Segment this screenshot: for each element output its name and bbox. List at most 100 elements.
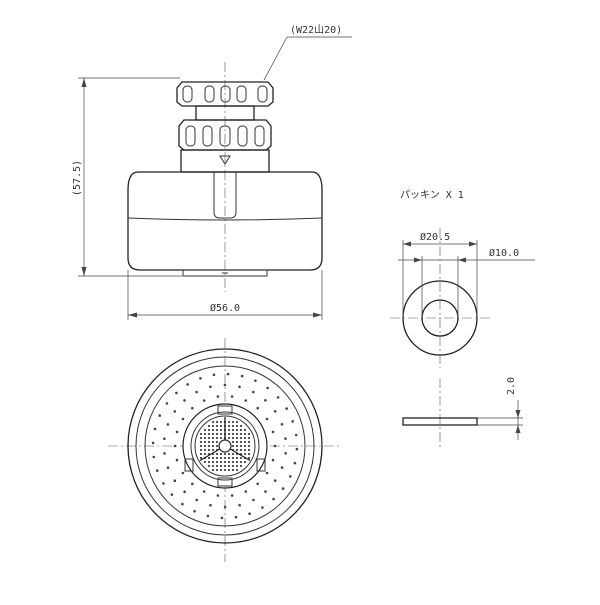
screen-spoke	[229, 448, 251, 462]
spray-hole	[158, 414, 161, 417]
outer-diameter-label: Ø20.5	[420, 231, 450, 243]
mesh-hole	[231, 428, 235, 432]
mesh-hole	[199, 456, 203, 460]
main-body	[127, 171, 323, 271]
mesh-hole	[239, 448, 243, 452]
spray-hole	[261, 506, 264, 509]
mesh-hole	[247, 456, 251, 460]
spray-hole	[170, 493, 174, 496]
mesh-hole	[211, 428, 215, 432]
spray-hole	[220, 516, 224, 520]
spray-hole	[273, 410, 277, 413]
spray-hole	[265, 471, 269, 475]
housing-tab	[184, 458, 194, 472]
spray-hole	[240, 374, 244, 378]
mesh-hole	[235, 464, 239, 468]
arrow-mark-icon	[219, 155, 231, 165]
mesh-hole	[227, 436, 231, 440]
spray-hole	[181, 471, 185, 475]
mesh-hole	[211, 436, 215, 440]
spray-hole	[166, 466, 170, 470]
nut-rib	[220, 85, 231, 103]
mesh-hole	[247, 444, 251, 448]
mesh-hole	[227, 456, 231, 460]
spray-hole	[285, 407, 288, 410]
spray-hole	[266, 386, 269, 390]
mesh-hole	[239, 456, 243, 460]
mesh-hole	[243, 452, 247, 456]
mesh-hole	[231, 436, 235, 440]
mesh-hole	[207, 444, 211, 448]
mesh-hole	[215, 464, 219, 468]
mesh-hole	[231, 452, 235, 456]
mesh-hole	[239, 444, 243, 448]
bottom-outlet	[182, 269, 268, 277]
spray-hole	[202, 399, 206, 402]
mesh-hole	[215, 452, 219, 456]
spray-hole	[256, 482, 260, 486]
spray-hole	[181, 502, 184, 506]
ring-rib	[219, 125, 231, 147]
top-nut	[176, 81, 274, 107]
screen-mesh-edge	[194, 415, 256, 477]
thickness-label: 2.0	[506, 377, 517, 395]
spray-hole	[209, 385, 212, 389]
mesh-hole	[235, 456, 239, 460]
mesh-hole	[235, 444, 239, 448]
mesh-hole	[219, 460, 223, 464]
mesh-hole	[211, 424, 215, 428]
mesh-hole	[247, 436, 251, 440]
mesh-hole	[227, 452, 231, 456]
spray-hole	[248, 512, 251, 515]
body-groove	[213, 172, 237, 219]
gasket-profile	[402, 417, 478, 426]
mesh-hole	[211, 468, 215, 472]
mesh-hole	[199, 436, 203, 440]
mesh-hole	[215, 432, 219, 436]
spray-hole	[175, 458, 179, 462]
thread-callout: (W22山20)	[263, 24, 352, 81]
mesh-hole	[215, 444, 219, 448]
mesh-hole	[235, 460, 239, 464]
spray-hole	[264, 399, 267, 402]
mesh-hole	[243, 440, 247, 444]
mesh-hole	[247, 448, 251, 452]
mesh-hole	[231, 424, 235, 428]
mesh-hole	[247, 452, 251, 456]
spray-face	[144, 365, 306, 527]
spray-hole	[252, 390, 255, 394]
spray-hole	[193, 510, 196, 513]
mesh-hole	[231, 464, 235, 468]
mesh-hole	[235, 420, 239, 424]
mesh-hole	[215, 456, 219, 460]
aerator-side-view	[127, 62, 323, 292]
mesh-hole	[235, 428, 239, 432]
mesh-hole	[219, 452, 223, 456]
spray-hole	[276, 396, 280, 399]
mesh-hole	[243, 448, 247, 452]
mesh-hole	[227, 432, 231, 436]
mesh-hole	[199, 444, 203, 448]
mesh-hole	[243, 428, 247, 432]
mesh-hole	[203, 432, 207, 436]
spray-hole	[162, 482, 165, 485]
mesh-hole	[231, 468, 235, 472]
mesh-hole	[239, 424, 243, 428]
mesh-hole	[219, 424, 223, 428]
spray-hole	[234, 515, 238, 519]
height-dimension: (57.5)	[72, 77, 182, 277]
mesh-hole	[215, 420, 219, 424]
housing-tab	[256, 458, 266, 472]
mesh-hole	[203, 452, 207, 456]
spray-hole	[165, 402, 169, 405]
nut-rib	[204, 85, 215, 103]
spray-hole	[209, 503, 212, 507]
mesh-hole	[215, 440, 219, 444]
mesh-hole	[207, 456, 211, 460]
mesh-hole	[223, 468, 227, 472]
mesh-hole	[207, 428, 211, 432]
spray-hole	[173, 444, 177, 448]
mesh-hole	[199, 440, 203, 444]
mesh-hole	[223, 452, 227, 456]
